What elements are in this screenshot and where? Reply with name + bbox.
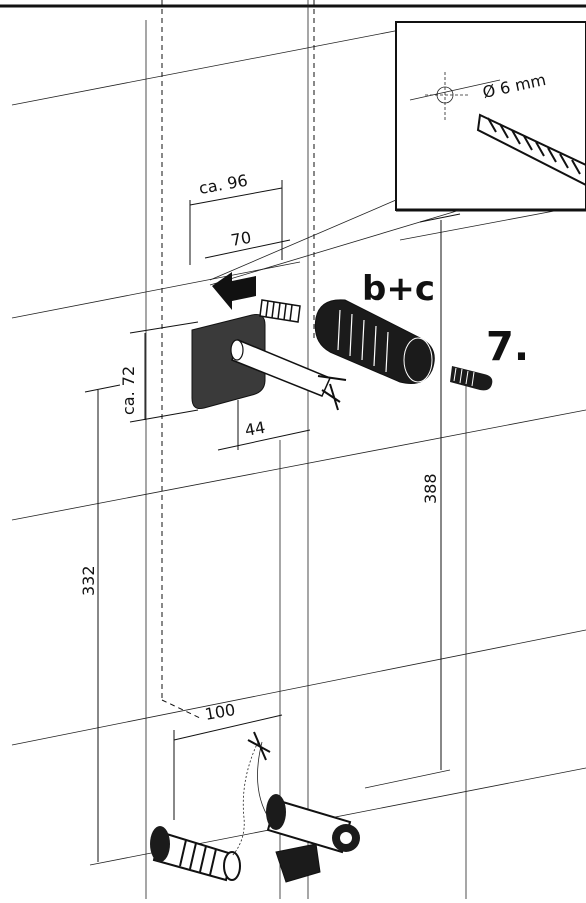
svg-text:ca. 96: ca. 96: [197, 171, 249, 198]
drill-direction-arrow: [212, 272, 256, 310]
svg-text:332: 332: [79, 565, 98, 596]
parts-label: b+c: [362, 269, 435, 309]
svg-text:100: 100: [203, 700, 236, 724]
dimension-width-inner: 70: [204, 228, 291, 259]
wall-plug: [259, 299, 301, 323]
svg-text:44: 44: [243, 418, 266, 440]
mounting-screw: [450, 366, 493, 391]
step-number: 7.: [486, 324, 529, 370]
drill-bit-icon: [476, 113, 586, 187]
inlet-hose-stub: [230, 338, 347, 411]
water-tap-connector-left: [150, 826, 241, 882]
hole-crosshair-icon: [409, 72, 501, 120]
svg-text:70: 70: [229, 228, 252, 250]
screw-fitting: [314, 299, 435, 384]
svg-text:388: 388: [421, 473, 440, 504]
dimension-height-left: 332: [79, 384, 121, 862]
dimension-plate-height: ca. 72: [119, 321, 199, 423]
dimension-height-right: 388: [419, 213, 461, 770]
dimension-width-outer: ca. 96: [189, 171, 283, 265]
drill-detail-inset: Ø 6 mm: [209, 21, 586, 286]
dimension-pipe-offset: 44: [217, 400, 311, 451]
connector-cable: [231, 731, 271, 857]
cabinet-outline-dashed: [161, 0, 315, 719]
svg-text:ca. 72: ca. 72: [119, 366, 138, 415]
water-tap-connector-right: [266, 794, 360, 883]
